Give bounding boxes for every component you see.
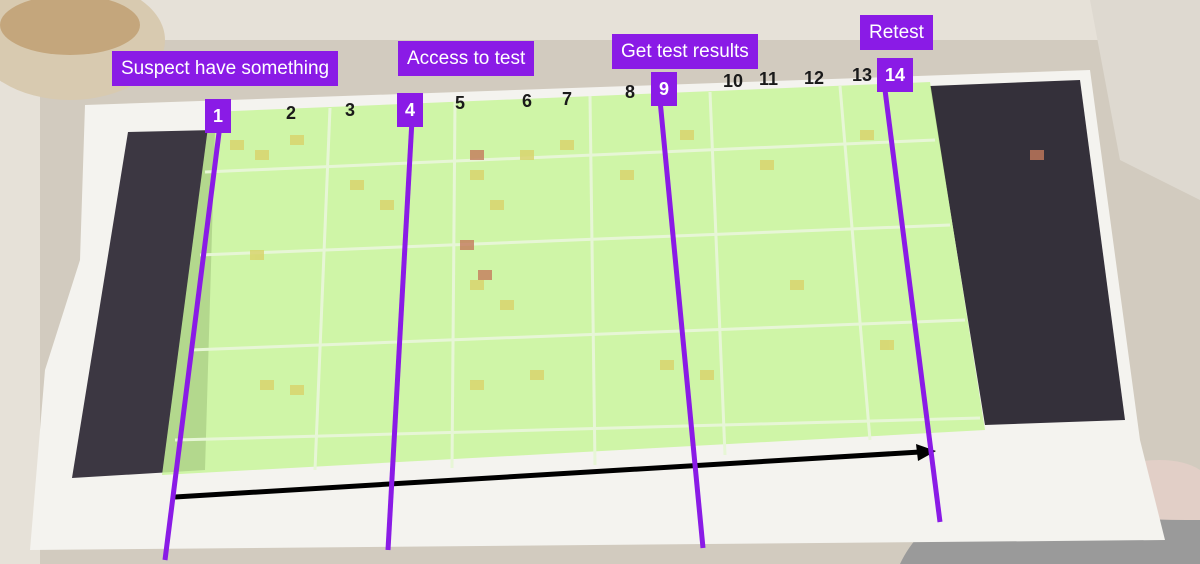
step-number-11: 11 [759, 69, 779, 89]
sofa [1090, 0, 1200, 200]
step-badge-9: 9 [651, 72, 678, 106]
step-badge-4: 4 [397, 93, 424, 127]
step-number-2: 2 [286, 103, 297, 123]
sticky-notes [230, 130, 894, 395]
phase-label-retest: Retest [860, 15, 933, 50]
timeline-arrow-head [916, 444, 936, 461]
step-badge-1: 1 [205, 99, 232, 133]
sticky-notes-red [460, 150, 1044, 280]
step-number-7: 7 [562, 89, 573, 109]
map-grid [174, 85, 981, 471]
step-badge-14: 14 [877, 58, 914, 92]
phase-label-results: Get test results [612, 34, 758, 69]
step-number-13: 13 [852, 65, 873, 85]
step-number-6: 6 [522, 91, 533, 111]
step-number-8: 8 [625, 82, 636, 102]
dark-panel-right [930, 80, 1125, 425]
phase-lines [162, 81, 943, 561]
step-number-3: 3 [345, 100, 356, 120]
step-number-10: 10 [723, 71, 744, 91]
step-number-12: 12 [804, 68, 825, 88]
phase-label-access: Access to test [398, 41, 535, 76]
green-highlight-region [162, 82, 985, 475]
phase-label-suspect: Suspect have something [112, 51, 339, 86]
step-number-5: 5 [455, 93, 466, 113]
timeline-arrow-shaft [174, 449, 921, 500]
basket-contents [0, 0, 140, 55]
